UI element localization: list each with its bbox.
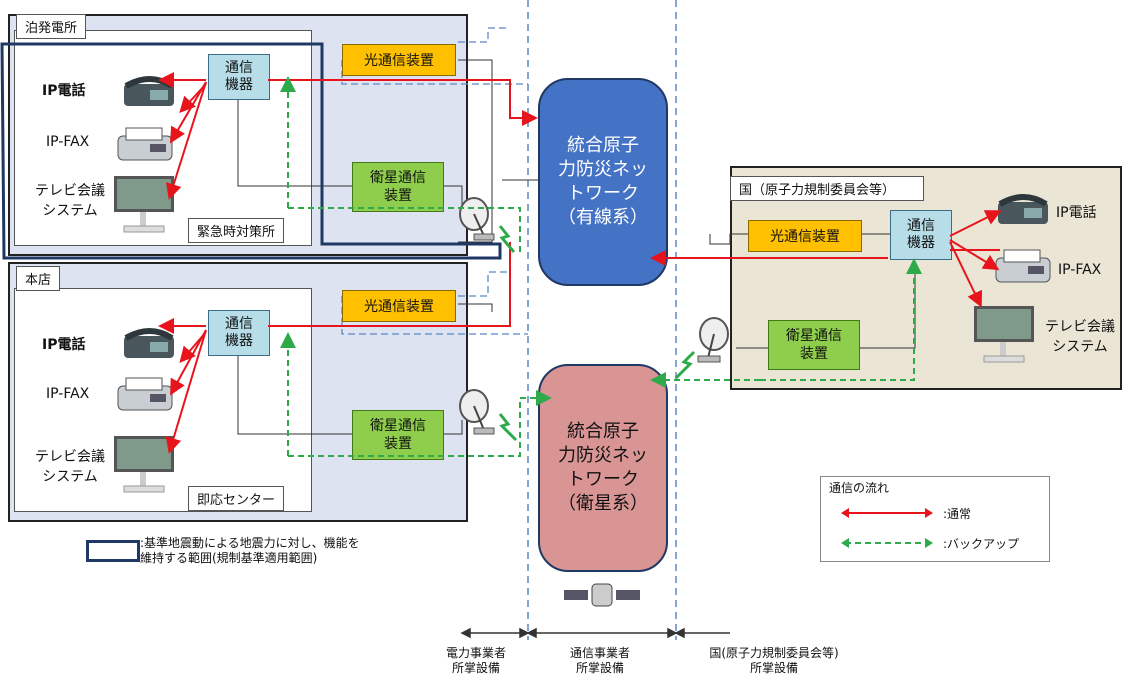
satellite-icon [564,583,640,607]
emergency-office-label: 緊急時対策所 [188,218,285,243]
plant-title: 泊発電所 [16,14,87,39]
legend-backup: :バックアップ [943,537,1020,551]
government-title: 国（原子力規制委員会等） [730,176,924,201]
region-power-operator: 電力事業者 所掌設備 [445,646,506,675]
region-government: 国(原子力規制委員会等) 所掌設備 [709,646,839,675]
wired-network: 統合原子 力防災ネッ トワーク （有線系） [538,78,668,286]
response-center-label: 即応センター [188,486,285,511]
office-ip-phone-label: IP電話 [42,337,86,353]
satellite-dish-icon [459,197,495,241]
video-conference-icon [114,176,174,233]
plant-satellite-device: 衛星通信 装置 [352,162,444,212]
legend-normal: :通常 [943,507,972,521]
plant-optical-device: 光通信装置 [342,44,456,76]
legend-title: 通信の流れ [829,481,890,495]
plant-ip-phone-label: IP電話 [42,83,86,99]
office-video-label: テレビ会議 システム [35,449,105,485]
video-conference-icon [974,306,1034,363]
satellite-network: 統合原子 力防災ネッ トワーク （衛星系） [538,364,668,572]
satellite-dish-icon [459,389,495,435]
phone-icon [998,194,1048,224]
phone-icon [124,328,174,358]
fax-icon [117,377,173,411]
office-optical-device: 光通信装置 [342,290,456,322]
office-satellite-device: 衛星通信 装置 [352,410,444,460]
office-comm-hub: 通信 機器 [208,310,270,356]
plant-comm-hub: 通信 機器 [208,54,270,100]
office-ip-fax-label: IP-FAX [46,386,90,402]
plant-video-label: テレビ会議 システム [35,183,105,219]
gov-ip-fax-label: IP-FAX [1058,262,1102,278]
fax-icon [117,127,173,161]
gov-video-label: テレビ会議 システム [1045,319,1115,355]
flow-legend: 通信の流れ :通常 :バックアップ [820,476,1050,562]
gov-comm-hub: 通信 機器 [890,210,952,260]
satellite-dish-icon [697,317,729,363]
gov-satellite-device: 衛星通信 装置 [768,320,860,370]
region-telecom-operator: 通信事業者 所掌設備 [569,646,630,675]
head-office-title: 本店 [16,266,61,291]
scope-legend-swatch [86,540,140,562]
gov-ip-phone-label: IP電話 [1056,205,1097,221]
gov-optical-device: 光通信装置 [748,220,862,252]
video-conference-icon [114,436,174,493]
scope-legend-text: :基準地震動による地震力に対し、機能を 維持する範囲(規制基準適用範囲) [140,536,360,565]
legend-arrows [841,508,933,548]
fax-icon [995,249,1051,283]
plant-ip-fax-label: IP-FAX [46,134,90,150]
